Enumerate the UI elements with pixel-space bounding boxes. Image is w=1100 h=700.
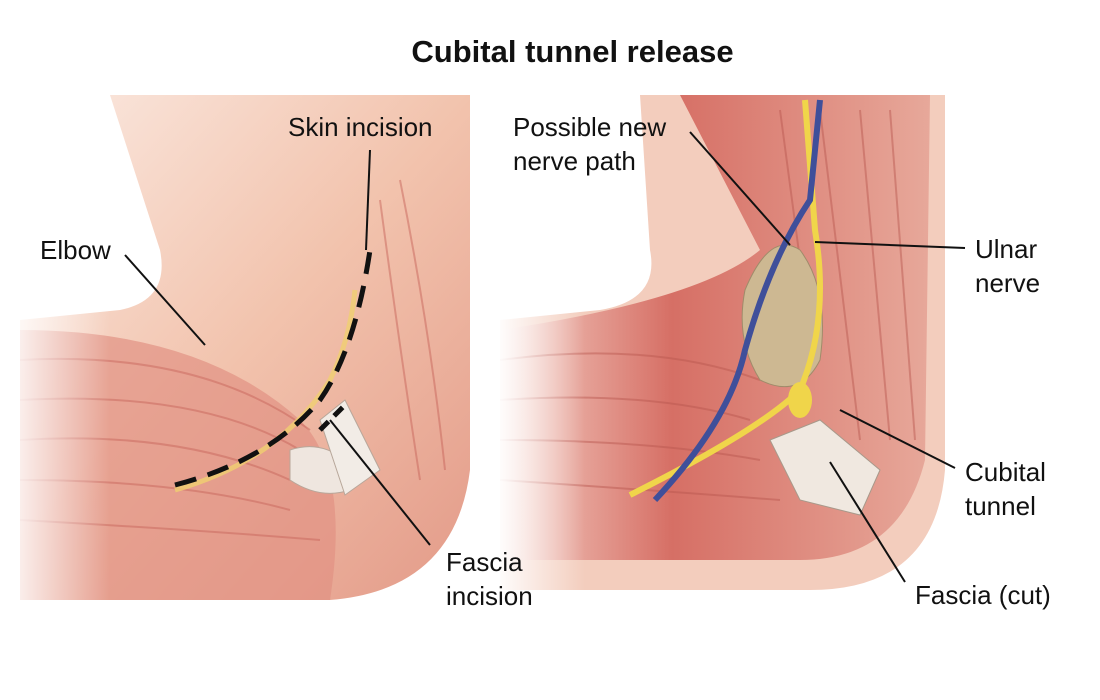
skin-incision-leader xyxy=(365,149,371,251)
cubital-tunnel-leader xyxy=(839,409,956,469)
label-fascia-cut: Fascia (cut) xyxy=(915,580,1051,610)
label-fascia-incision-line1: Fascia xyxy=(446,547,523,577)
label-new-path-line1: Possible new xyxy=(513,112,667,142)
label-cubital-tunnel: Cubital tunnel xyxy=(965,455,1046,523)
fascia-incision-leader xyxy=(329,419,431,546)
label-cubital-line1: Cubital xyxy=(965,457,1046,487)
label-skin-incision: Skin incision xyxy=(288,112,433,142)
label-cubital-line2: tunnel xyxy=(965,491,1036,521)
label-fascia-incision: Fascia incision xyxy=(446,545,533,613)
ulnar-nerve-leader xyxy=(814,241,966,249)
label-ulnar-line1: Ulnar xyxy=(975,234,1038,264)
label-ulnar-nerve: Ulnar nerve xyxy=(975,232,1040,300)
label-ulnar-line2: nerve xyxy=(975,268,1041,298)
label-fascia-incision-line2: incision xyxy=(446,581,533,611)
fascia-cut-leader xyxy=(829,461,906,583)
diagram-title: Cubital tunnel release xyxy=(411,34,734,69)
left-elbow-illustration xyxy=(0,95,470,605)
label-elbow: Elbow xyxy=(40,235,111,265)
label-possible-new-nerve-path: Possible new nerve path xyxy=(513,110,666,178)
elbow-leader xyxy=(124,254,206,346)
label-new-path-line2: nerve path xyxy=(513,146,636,176)
new-nerve-path-leader xyxy=(689,131,791,246)
